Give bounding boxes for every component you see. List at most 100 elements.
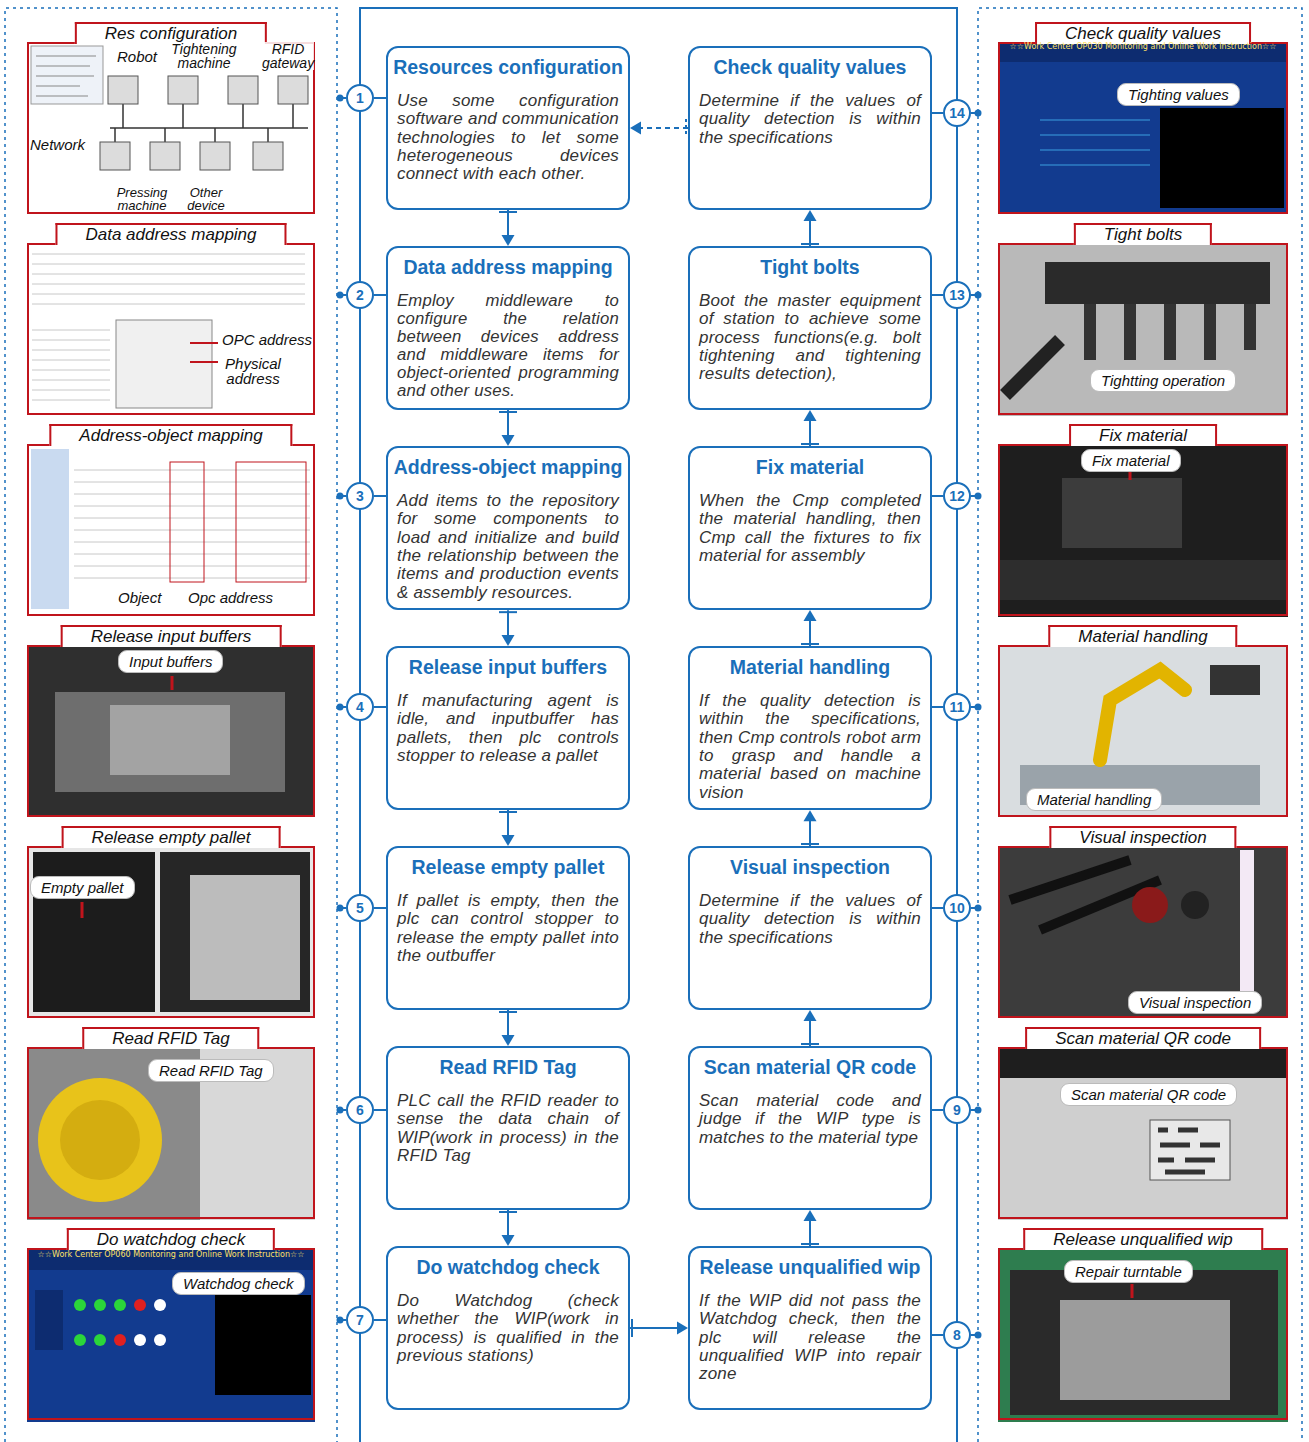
screen-rows xyxy=(1040,120,1150,165)
arrow-head xyxy=(804,810,817,821)
box-body: If manufacturing agent is idle, and inpu… xyxy=(388,679,628,771)
arrow-head xyxy=(630,122,641,135)
callout-label: Read RFID Tag xyxy=(148,1059,274,1082)
arrow-head xyxy=(677,1322,688,1335)
screenshot-bg xyxy=(27,244,315,416)
process-box: Address-object mappingAdd items to the r… xyxy=(386,446,630,610)
flow-arrow xyxy=(640,127,688,129)
photo-panel: Release unqualified wipRepair turntable xyxy=(998,1248,1288,1420)
screenshot-bg xyxy=(27,445,315,617)
step-link xyxy=(932,706,943,708)
screen-header xyxy=(27,1250,315,1270)
callout-text: Tightting operation xyxy=(1101,372,1225,389)
process-box: Read RFID TagPLC call the RFID reader to… xyxy=(386,1046,630,1210)
fixture xyxy=(1062,478,1182,548)
qr-pattern xyxy=(1158,1130,1220,1172)
table-rows xyxy=(74,470,310,578)
dotted-frame xyxy=(978,8,1302,1442)
box-body: Determine if the values of quality detec… xyxy=(690,79,930,153)
step-link xyxy=(374,97,386,99)
panel-title: Fix material xyxy=(1069,424,1217,446)
step-link xyxy=(374,706,386,708)
panel-title: Release empty pallet xyxy=(62,826,281,848)
pointer-arrow xyxy=(171,676,174,690)
step-number: 13 xyxy=(943,281,971,309)
panel-title: Address-object mapping xyxy=(49,424,292,446)
screen-bg xyxy=(998,42,1288,214)
panel-title: Release input buffers xyxy=(61,625,282,647)
junction-dot xyxy=(337,905,344,912)
panel-title: Do watchdog check xyxy=(67,1228,275,1250)
callout-number: 8 xyxy=(953,1328,961,1342)
callout-text: Repair turntable xyxy=(1075,1263,1182,1280)
box-body: Add items to the repository for some com… xyxy=(388,479,628,608)
box-body: Boot the master equipment of station to … xyxy=(690,279,930,390)
tee-mark xyxy=(499,611,517,613)
step-number: 5 xyxy=(346,894,374,922)
junction-dot xyxy=(337,95,344,102)
part-label: ☆☆Work Center OP030 Monitoring and Onlin… xyxy=(1000,43,1286,51)
callout-number: 10 xyxy=(949,901,965,915)
callout-number: 13 xyxy=(949,288,965,302)
junction-dot xyxy=(975,292,982,299)
stub-line xyxy=(340,98,978,1335)
base xyxy=(998,560,1288,600)
box-heading: Address-object mapping xyxy=(388,448,628,479)
junction-dot xyxy=(975,1107,982,1114)
step-number: 2 xyxy=(346,281,374,309)
callout-label: Watchdog check xyxy=(172,1272,305,1295)
callout-number: 3 xyxy=(356,489,364,503)
process-box: Tight boltsBoot the master equipment of … xyxy=(688,246,932,410)
step-link xyxy=(374,1319,386,1321)
photo-bg xyxy=(27,846,315,1018)
step-number: 14 xyxy=(943,99,971,127)
callout-number: 9 xyxy=(953,1103,961,1117)
callout-label: Repair turntable xyxy=(1064,1260,1193,1283)
callout-text: Watchdog check xyxy=(183,1275,294,1292)
photo-bg xyxy=(998,1250,1288,1422)
flow-arrow xyxy=(809,420,811,446)
network-wires xyxy=(110,104,308,142)
photo-bg xyxy=(998,846,1288,1018)
callout-text: Read RFID Tag xyxy=(159,1062,263,1079)
box-body: Do Watchdog (check whether the WIP(work … xyxy=(388,1279,628,1371)
lamp xyxy=(114,1334,126,1346)
junction-dots xyxy=(337,95,982,1339)
step-number: 10 xyxy=(943,894,971,922)
junction-dot xyxy=(975,110,982,117)
callout-text: Input buffers xyxy=(129,653,212,670)
step-number: 7 xyxy=(346,1306,374,1334)
lamp xyxy=(94,1334,106,1346)
tree-window xyxy=(31,46,103,104)
lamp xyxy=(74,1334,86,1346)
box-heading: Scan material QR code xyxy=(690,1048,930,1079)
junction-dot xyxy=(337,704,344,711)
tee-mark xyxy=(801,243,819,245)
side-menu xyxy=(31,449,69,609)
step-link xyxy=(932,495,943,497)
robot-arm xyxy=(1100,670,1185,760)
photo-panel: Release input buffersInput buffers xyxy=(27,645,315,817)
lamp xyxy=(114,1299,126,1311)
junction-dot xyxy=(975,493,982,500)
box-body: If the WIP did not pass the Watchdog che… xyxy=(690,1279,930,1390)
junction-dot xyxy=(337,1107,344,1114)
arrow-head xyxy=(804,1010,817,1021)
process-box: Release empty palletIf pallet is empty, … xyxy=(386,846,630,1010)
step-link xyxy=(932,1109,943,1111)
tee-mark xyxy=(801,1043,819,1045)
box-body: If pallet is empty, then the plc can con… xyxy=(388,879,628,971)
step-number: 9 xyxy=(943,1096,971,1124)
box-body: PLC call the RFID reader to sense the da… xyxy=(388,1079,628,1171)
tree-rows xyxy=(36,56,96,96)
nut-runner xyxy=(1005,340,1060,395)
flow-arrow xyxy=(809,620,811,646)
photo-panel: Visual inspectionVisual inspection xyxy=(998,846,1288,1018)
tee-mark xyxy=(801,643,819,645)
junction-dot xyxy=(337,1317,344,1324)
box-heading: Read RFID Tag xyxy=(388,1048,628,1079)
device xyxy=(278,76,308,104)
photo-bg xyxy=(998,445,1288,617)
arrow-head xyxy=(502,1035,515,1046)
